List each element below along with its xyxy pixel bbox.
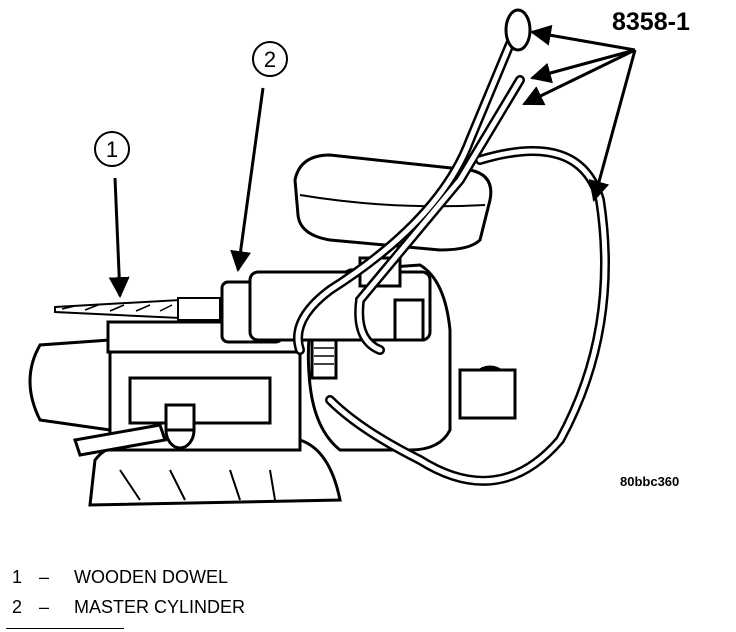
callout-1: 1 — [94, 131, 130, 299]
legend-item: 2 – MASTER CYLINDER — [12, 592, 245, 622]
divider-rule — [6, 628, 124, 629]
callout-2: 2 — [230, 41, 288, 273]
bleeding-tubes-inner — [295, 17, 608, 484]
bench-vise — [28, 320, 342, 507]
tube-clip — [504, 8, 532, 52]
legend-text: WOODEN DOWEL — [74, 567, 229, 587]
legend-number: 1 — [12, 567, 23, 587]
legend-separator: – — [39, 567, 50, 587]
legend: 1 – WOODEN DOWEL 2 – MASTER CYLINDER — [12, 562, 245, 622]
legend-text: MASTER CYLINDER — [74, 597, 246, 617]
legend-number: 2 — [12, 597, 23, 617]
legend-separator: – — [39, 597, 50, 617]
callout-2-number: 2 — [264, 47, 276, 72]
wooden-dowel — [54, 297, 221, 321]
legend-item: 1 – WOODEN DOWEL — [12, 562, 245, 592]
tool-label-arrows — [522, 24, 637, 203]
tool-number-label: 8358-1 — [612, 8, 690, 36]
figure-id: 80bbc360 — [620, 474, 680, 489]
callout-1-number: 1 — [106, 137, 118, 162]
master-cylinder-bleeding-illustration: 1 2 — [28, 8, 637, 507]
